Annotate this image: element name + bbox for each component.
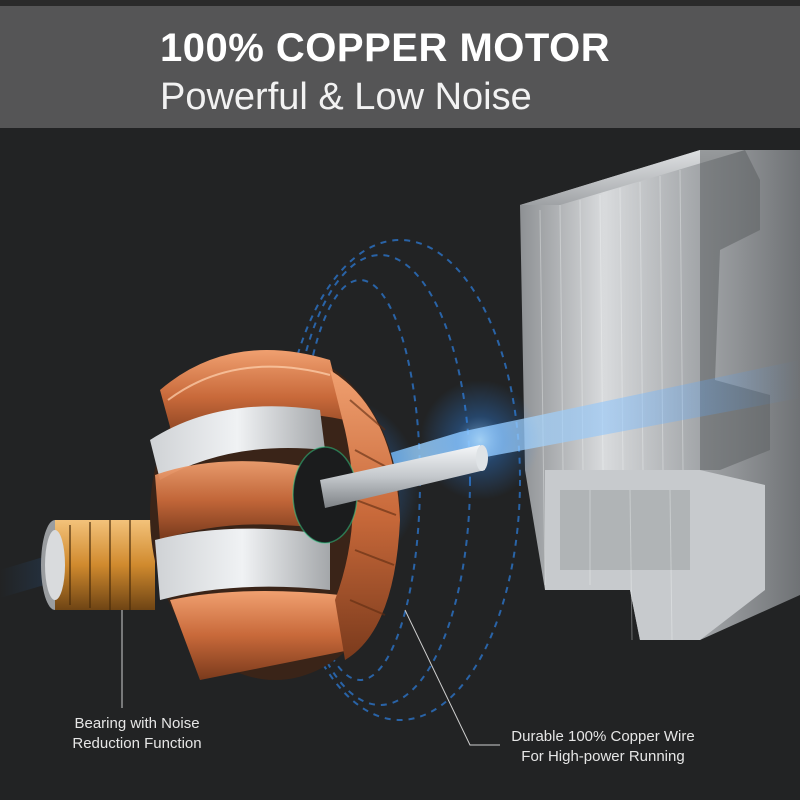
header-band: 100% COPPER MOTOR Powerful & Low Noise: [0, 6, 800, 128]
copper-wire-callout-line1: Durable 100% Copper Wire: [511, 728, 695, 745]
rotor: [150, 350, 400, 680]
lamination-mid: [155, 528, 330, 600]
copper-wire-callout-line2: For High-power Running: [521, 748, 685, 765]
motor-illustration: [0, 150, 800, 746]
bearing-callout-line2: Reduction Function: [72, 735, 202, 752]
lamination-top: [150, 406, 325, 480]
bearing-callout-line1: Bearing with Noise: [74, 715, 200, 732]
copper-winding-bottom: [170, 591, 350, 680]
bearing-callout: Bearing with Noise Reduction Function: [52, 714, 222, 754]
bearing: [41, 520, 155, 610]
copper-wire-callout: Durable 100% Copper Wire For High-power …: [498, 727, 708, 767]
motor-shaft: [320, 445, 488, 508]
banner-subtitle: Powerful & Low Noise: [160, 76, 532, 118]
banner-title: 100% COPPER MOTOR: [160, 26, 611, 70]
copper-winding-mid: [155, 461, 330, 540]
top-strip: [0, 0, 800, 6]
callout-lines: [121, 609, 500, 746]
